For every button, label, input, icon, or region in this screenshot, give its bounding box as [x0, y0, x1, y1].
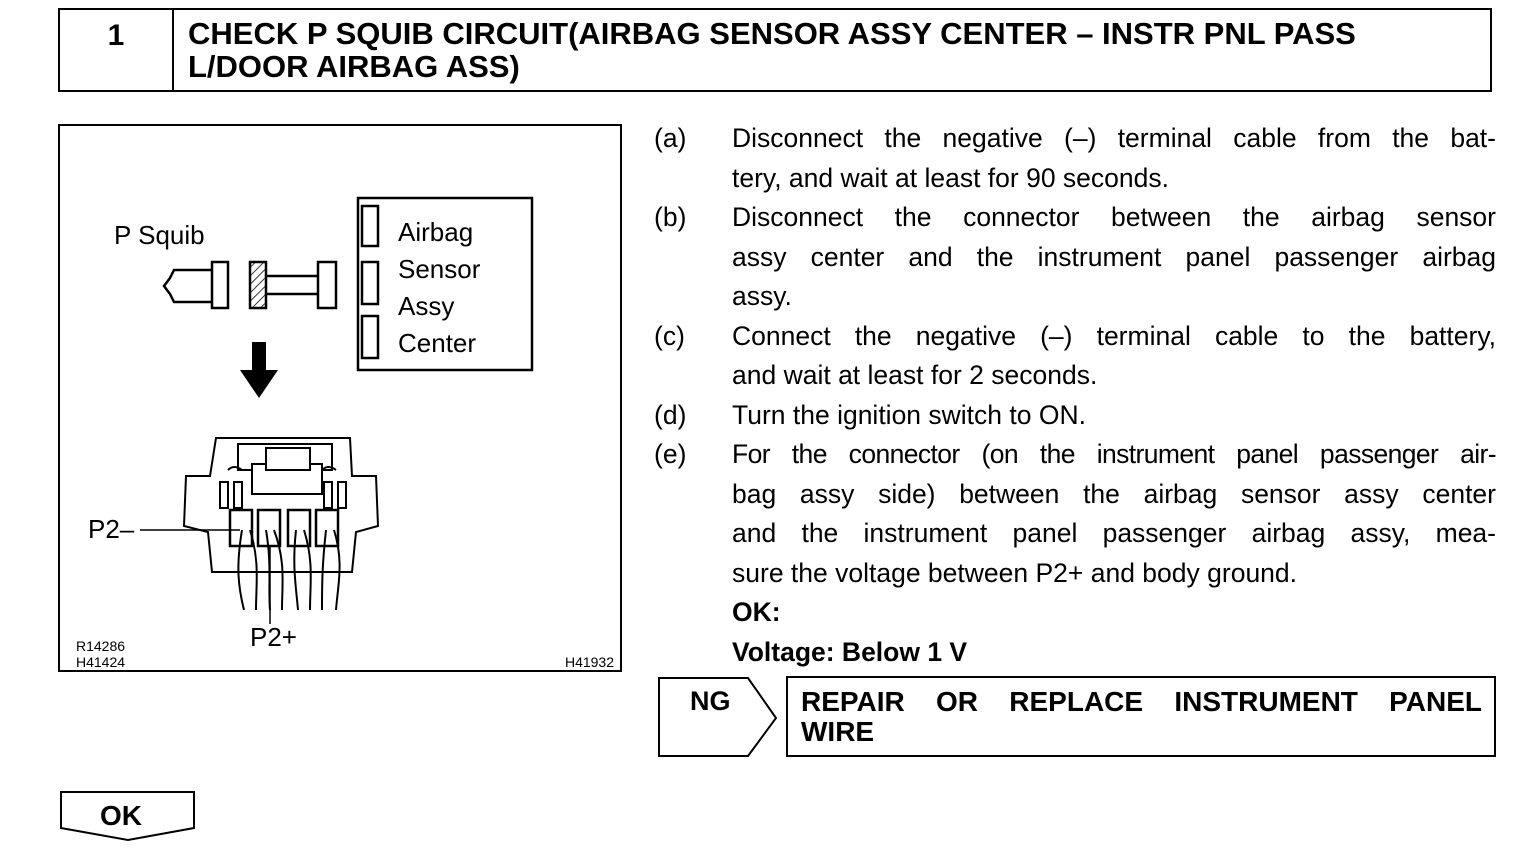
down-arrow-icon: [240, 342, 278, 398]
step-title: CHECK P SQUIB CIRCUIT(AIRBAG SENSOR ASSY…: [174, 10, 1490, 90]
step-line: Connect the negative (–) terminal cable …: [732, 320, 1496, 351]
step-text: For the connector (on the instrument pan…: [732, 435, 1497, 593]
terminal-cavities: [228, 508, 340, 548]
step-c: (c) Connect the negative (–) terminal ca…: [654, 317, 1496, 396]
ok-label: OK: [100, 800, 142, 831]
ng-action-line: REPAIR OR REPLACE INSTRUMENT PANEL: [801, 686, 1482, 717]
sensor-box: [356, 196, 534, 372]
p-squib-label: P Squib: [114, 220, 205, 250]
figure-code-right: H41932: [564, 654, 614, 670]
step-d: (d) Turn the ignition switch to ON.: [654, 396, 1496, 436]
step-key: (c): [654, 320, 685, 351]
step-key: (a): [654, 123, 687, 153]
step-key: (b): [654, 202, 687, 232]
step-line: Disconnect the negative (–) terminal cab…: [732, 123, 1496, 153]
connector-diagram: P Squib Airbag Sensor Assy Center P2– P2…: [58, 124, 622, 672]
step-line: and the instrument panel passenger airba…: [732, 518, 1496, 548]
step-text: Turn the ignition switch to ON.: [732, 396, 1496, 436]
step-line: For the connector (on the instrument pan…: [732, 439, 1497, 469]
step-title-line-1: CHECK P SQUIB CIRCUIT(AIRBAG SENSOR ASSY…: [188, 16, 1356, 51]
ng-action-line: WIRE: [801, 716, 875, 747]
leader-lines: [140, 529, 271, 624]
step-line: bag assy side) between the airbag sensor…: [732, 478, 1496, 509]
sensor-label-line: Center: [398, 328, 477, 358]
p2-plus-label: P2+: [250, 622, 297, 652]
figure-code: R14286: [76, 638, 126, 654]
ng-arrow-icon: [658, 677, 778, 757]
p2-minus-label: P2–: [88, 514, 135, 544]
procedure-steps: (a) Disconnect the negative (–) terminal…: [654, 119, 1497, 672]
sensor-label: Airbag Sensor Assy Center: [398, 214, 480, 362]
ng-action-box: REPAIR OR REPLACE INSTRUMENT PANEL WIRE: [786, 676, 1496, 757]
step-title-line-2: L/DOOR AIRBAG ASS): [188, 49, 520, 84]
squib-connector: [162, 260, 338, 310]
ok-spec-label: OK:: [732, 597, 781, 627]
step-text: Disconnect the connector between the air…: [732, 198, 1496, 317]
step-line: Turn the ignition switch to ON.: [732, 399, 1086, 430]
ok-arrow-icon: [60, 791, 195, 842]
sensor-label-line: Assy: [398, 291, 455, 321]
step-line: and wait at least for 2 seconds.: [732, 360, 1098, 390]
step-b: (b) Disconnect the connector between the…: [654, 198, 1496, 317]
step-key: (d): [654, 399, 687, 430]
step-a: (a) Disconnect the negative (–) terminal…: [654, 119, 1496, 198]
figure-code: H41424: [76, 654, 126, 670]
step-number: 1: [60, 10, 174, 90]
step-line: assy.: [732, 281, 792, 311]
step-text: Disconnect the negative (–) terminal cab…: [732, 119, 1496, 198]
sensor-label-line: Airbag: [398, 217, 474, 247]
sensor-label-line: Sensor: [398, 254, 481, 284]
step-e: (e) For the connector (on the instrument…: [654, 435, 1497, 593]
step-line: assy center and the instrument panel pas…: [732, 241, 1496, 272]
connector-illustration: [140, 196, 534, 624]
step-line: Disconnect the connector between the air…: [732, 202, 1496, 232]
step-header: 1 CHECK P SQUIB CIRCUIT(AIRBAG SENSOR AS…: [58, 8, 1492, 92]
figure-codes-left: R14286 H41424: [76, 638, 125, 670]
voltage-spec: Voltage: Below 1 V: [732, 636, 968, 667]
step-line: tery, and wait at least for 90 seconds.: [732, 162, 1169, 193]
step-key: (e): [654, 439, 687, 469]
ng-label: NG: [690, 686, 731, 716]
step-line: sure the voltage between P2+ and body gr…: [732, 557, 1298, 588]
step-text: Connect the negative (–) terminal cable …: [732, 317, 1496, 396]
